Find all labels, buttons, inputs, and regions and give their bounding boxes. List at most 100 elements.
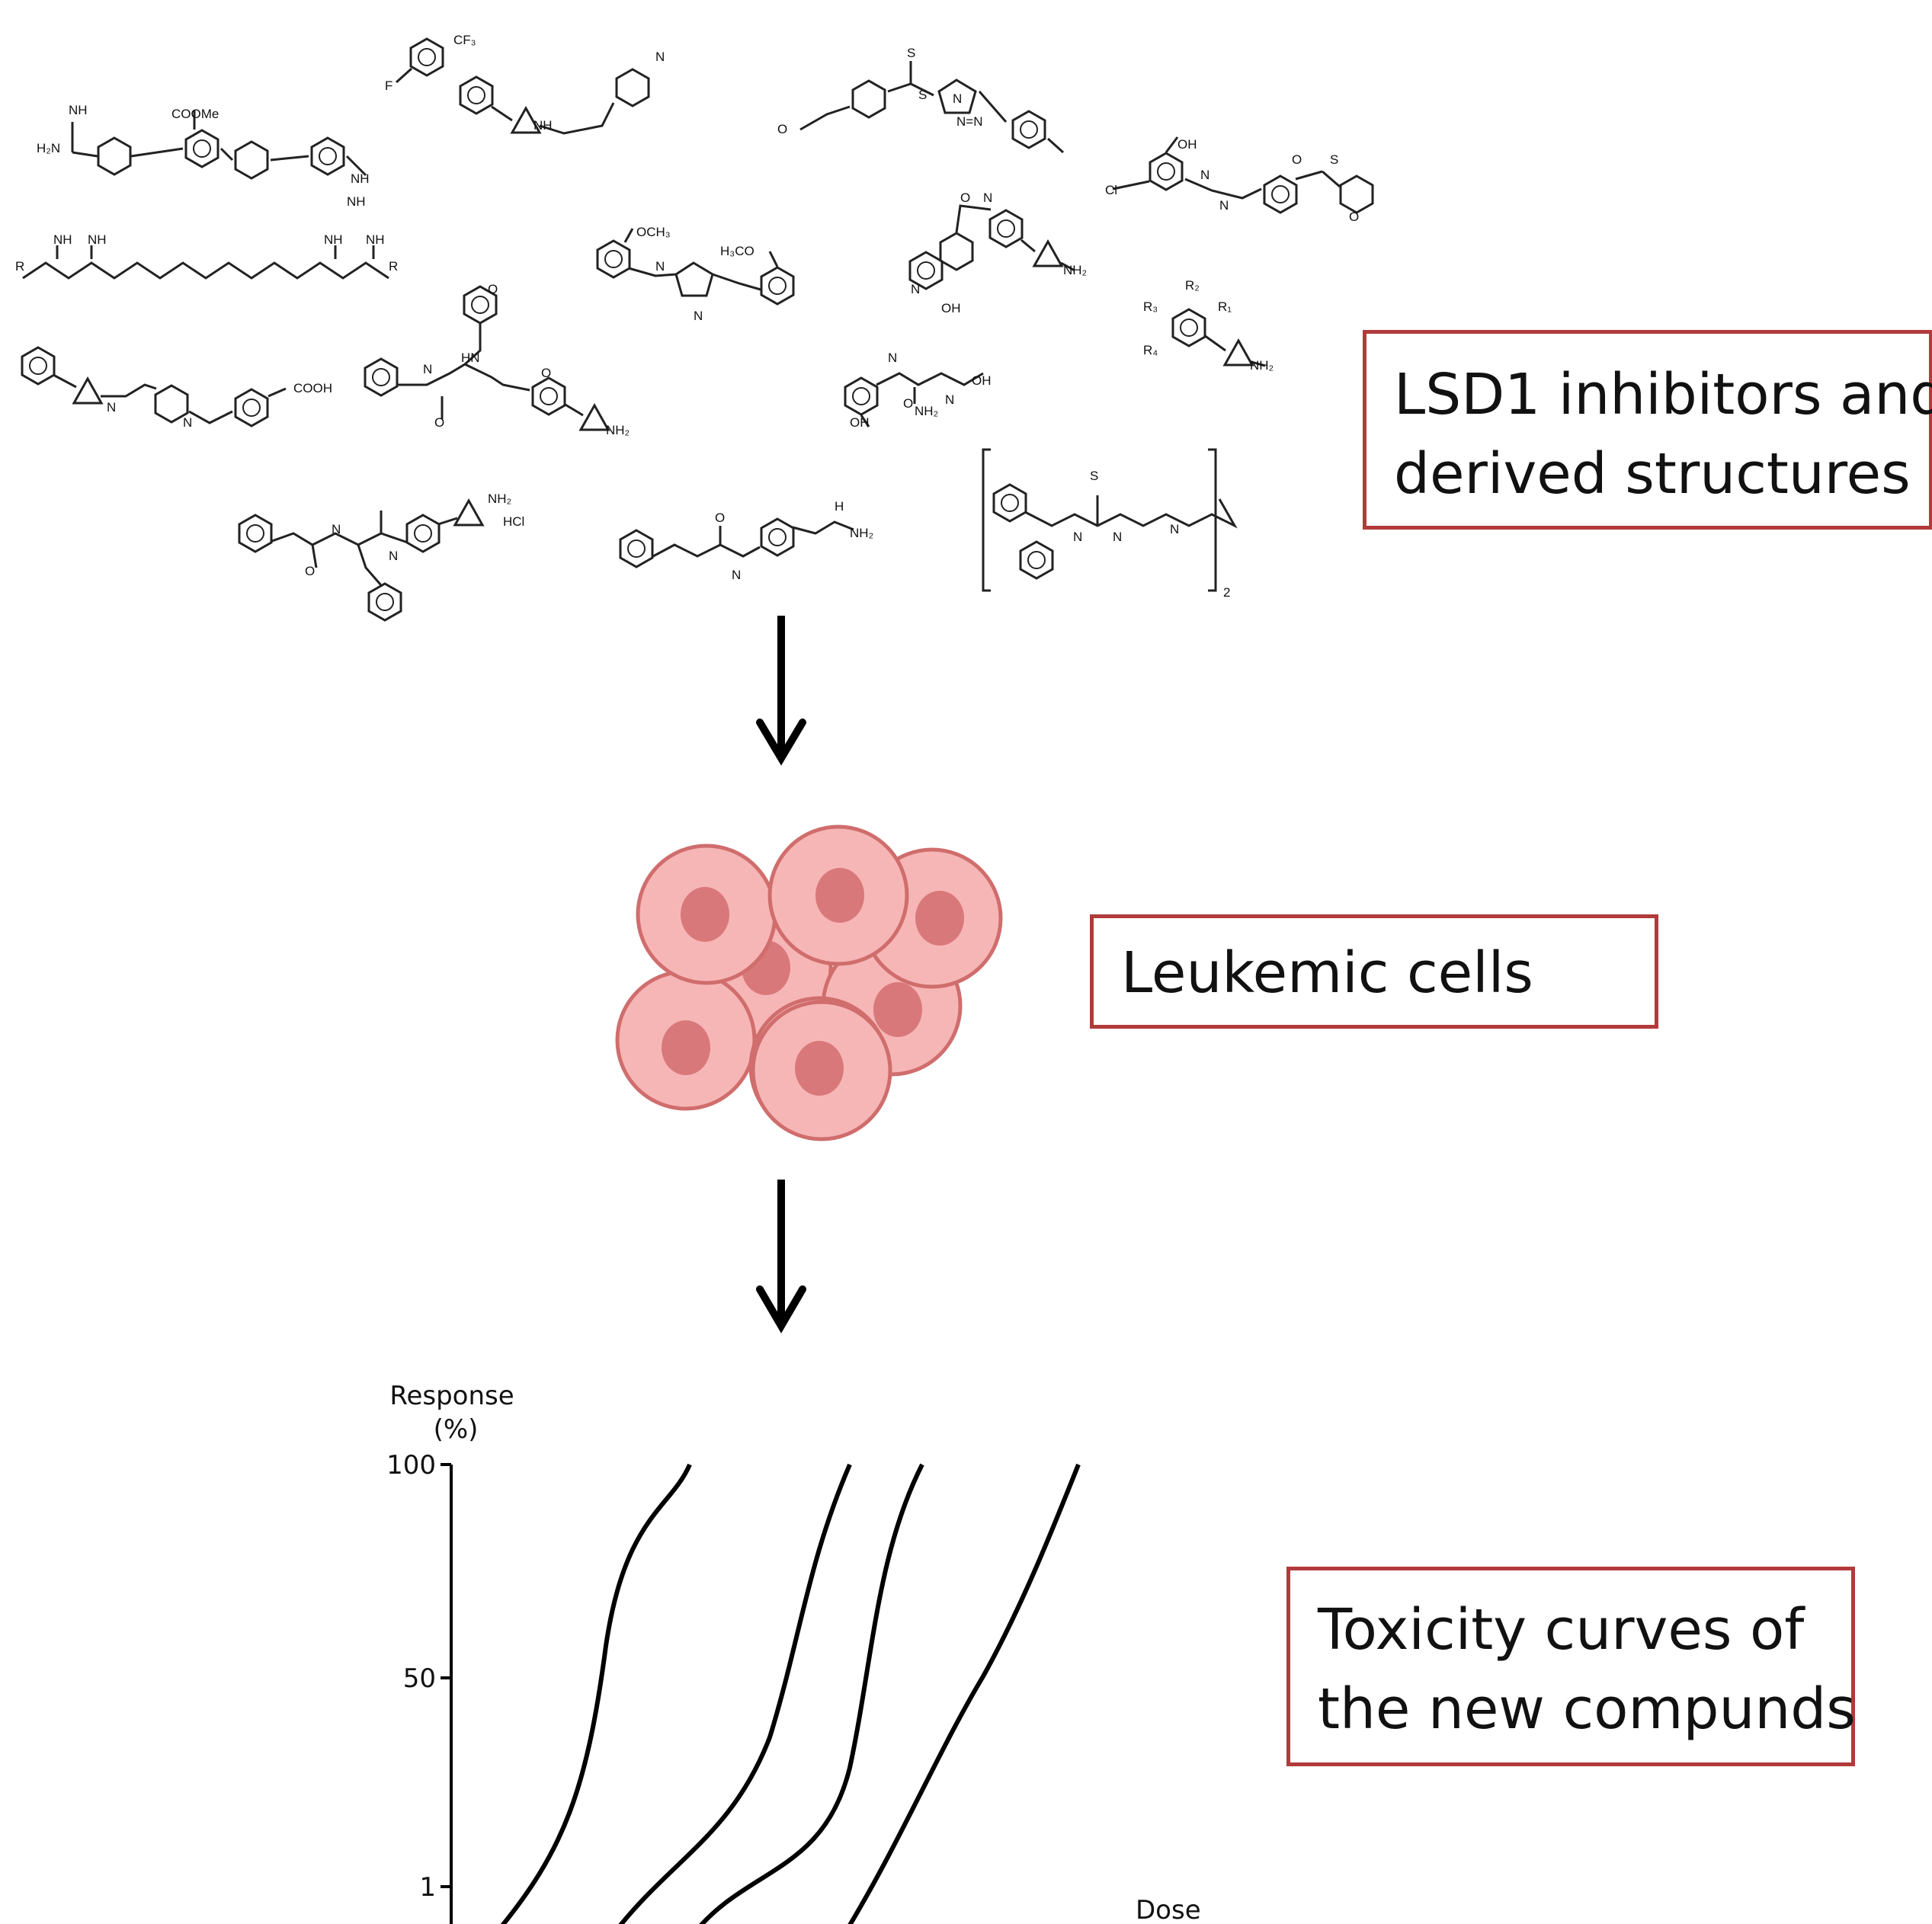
svg-text:N: N — [911, 282, 920, 296]
svg-text:O: O — [541, 366, 551, 380]
svg-text:S: S — [918, 88, 927, 102]
svg-text:O: O — [960, 190, 970, 205]
svg-text:S: S — [907, 46, 915, 60]
svg-text:O: O — [1292, 152, 1302, 167]
svg-text:R: R — [389, 259, 398, 274]
svg-text:O: O — [434, 415, 444, 430]
structure-8 — [1171, 308, 1266, 367]
svg-text:N: N — [655, 259, 665, 274]
structure-1 — [71, 110, 367, 180]
structure-12 — [238, 499, 484, 622]
y-tick-label: 50 — [403, 1663, 436, 1694]
curve-series-3 — [699, 1463, 924, 1924]
svg-text:O: O — [903, 396, 913, 411]
svg-text:NH: NH — [69, 103, 88, 117]
leukemic-cells-label-box: Leukemic cells — [1090, 914, 1658, 1029]
svg-text:OH: OH — [972, 373, 992, 388]
svg-text:S: S — [1090, 469, 1098, 483]
structure-9 — [21, 346, 287, 427]
svg-text:N: N — [1200, 168, 1210, 182]
structure-10 — [364, 285, 610, 431]
svg-text:R: R — [15, 259, 24, 274]
arrow-down-1 — [756, 616, 806, 766]
svg-text:NH: NH — [351, 171, 370, 186]
svg-text:HCl: HCl — [503, 514, 524, 529]
structure-3 — [799, 61, 1065, 154]
structure-7 — [908, 204, 1075, 290]
cell — [751, 1000, 892, 1141]
svg-text:F: F — [385, 78, 392, 93]
curve-series-2 — [618, 1463, 852, 1924]
structure-11 — [844, 372, 984, 427]
structure-2 — [395, 37, 650, 135]
leukemic-cells-illustration — [615, 824, 1003, 1141]
svg-text:N: N — [332, 522, 341, 536]
svg-text:Cl: Cl — [1105, 183, 1117, 197]
svg-text:NH: NH — [88, 232, 107, 247]
x-axis-label: Dose — [1136, 1895, 1201, 1924]
svg-text:S: S — [1330, 152, 1338, 167]
svg-text:R₄: R₄ — [1143, 343, 1158, 357]
svg-text:HN: HN — [461, 351, 480, 365]
svg-text:N: N — [655, 50, 665, 64]
svg-text:COOMe: COOMe — [171, 107, 219, 121]
svg-text:N: N — [694, 309, 703, 323]
svg-text:NH: NH — [366, 232, 385, 247]
toxicity-chart: Response (%) 100 50 1 Dose — [386, 1381, 1201, 1924]
lsd1-inhibitors-label-line2: derived structures — [1394, 441, 1911, 507]
svg-text:OH: OH — [941, 301, 961, 315]
svg-text:OH: OH — [1177, 137, 1197, 152]
lsd1-inhibitors-label-line1: LSD1 inhibitors and — [1394, 362, 1932, 427]
lsd1-inhibitors-label-box: LSD1 inhibitors and derived structures — [1363, 330, 1932, 530]
svg-text:N: N — [732, 568, 741, 582]
svg-text:N: N — [945, 392, 954, 407]
svg-text:N: N — [1113, 530, 1122, 544]
svg-text:NH: NH — [53, 232, 72, 247]
y-axis-label: Response — [389, 1381, 514, 1411]
toxicity-curves-label-box: Toxicity curves of the new compunds — [1286, 1567, 1856, 1766]
cell — [636, 844, 777, 985]
y-axis-unit: (%) — [434, 1414, 479, 1445]
svg-text:N: N — [953, 91, 962, 106]
svg-text:O: O — [715, 511, 725, 525]
svg-text:R₁: R₁ — [1218, 299, 1232, 314]
svg-text:N: N — [983, 190, 992, 205]
svg-text:NH: NH — [324, 232, 343, 247]
svg-text:NH₂: NH₂ — [850, 526, 873, 540]
svg-text:NH₂: NH₂ — [606, 423, 630, 437]
y-tick-label: 1 — [419, 1872, 436, 1903]
structure-5 — [22, 245, 389, 280]
structure-6 — [596, 228, 795, 306]
svg-text:O: O — [488, 282, 498, 296]
structure-13 — [619, 517, 854, 568]
cell — [615, 969, 757, 1111]
svg-text:CF₃: CF₃ — [453, 33, 476, 47]
y-tick-label: 100 — [386, 1450, 436, 1481]
svg-text:N: N — [888, 351, 897, 365]
svg-text:NH: NH — [347, 194, 366, 209]
structure-14 — [982, 448, 1238, 592]
svg-text:N: N — [423, 362, 432, 376]
svg-text:N: N — [183, 415, 192, 430]
svg-text:H: H — [835, 499, 844, 514]
svg-text:2: 2 — [1223, 585, 1230, 600]
svg-text:NH₂: NH₂ — [915, 404, 938, 418]
svg-text:COOH: COOH — [293, 381, 332, 395]
svg-text:N: N — [389, 549, 398, 563]
svg-text:N: N — [1219, 198, 1229, 213]
structure-4 — [1112, 136, 1374, 214]
toxicity-curves-label-line2: the new compunds — [1318, 1676, 1856, 1742]
svg-text:H₂N: H₂N — [37, 141, 60, 155]
svg-text:NH₂: NH₂ — [1063, 263, 1087, 277]
svg-text:NH₂: NH₂ — [488, 491, 511, 506]
cell — [767, 824, 909, 966]
svg-text:O: O — [777, 122, 787, 136]
svg-text:R₂: R₂ — [1185, 278, 1200, 293]
chemical-structures — [21, 37, 1374, 622]
svg-text:R₃: R₃ — [1143, 299, 1158, 314]
svg-text:OCH₃: OCH₃ — [636, 225, 671, 239]
svg-text:O: O — [1349, 210, 1359, 224]
svg-text:N: N — [107, 400, 116, 415]
